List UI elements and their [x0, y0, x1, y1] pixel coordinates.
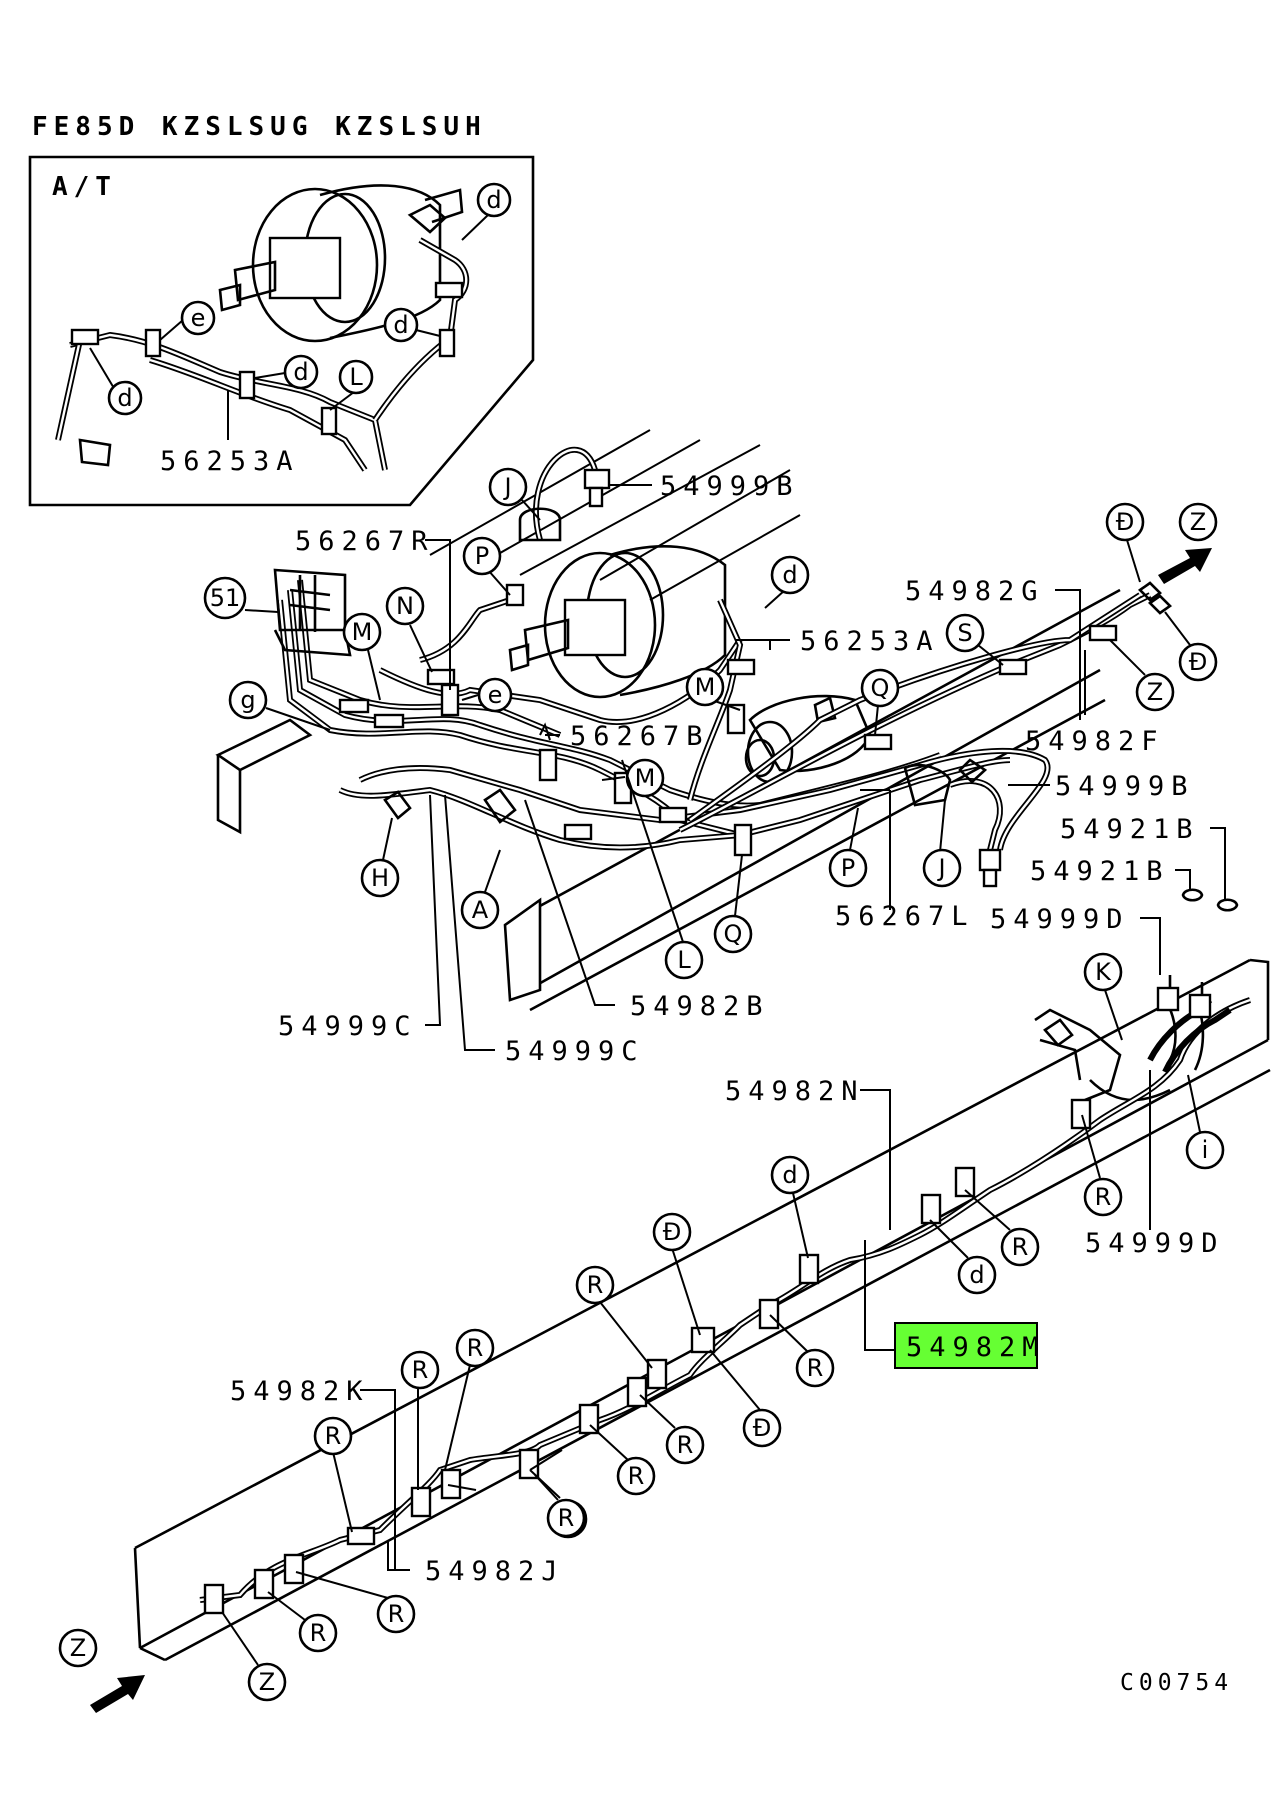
part-54999B-top: 54999B: [660, 471, 800, 502]
callout-Z-top: Z: [1190, 508, 1206, 536]
callout-M-mid: M: [695, 673, 716, 701]
callout-N: N: [396, 592, 414, 620]
callout-D-mid: Đ: [663, 1218, 682, 1246]
callout-R4: R: [587, 1271, 604, 1299]
flow-arrow-icon: [1158, 548, 1212, 584]
callout-J-bot: J: [936, 854, 945, 882]
inset-callout-d3: d: [393, 311, 408, 339]
callout-g: g: [240, 686, 255, 714]
callout-M-left: M: [352, 618, 373, 646]
callout-R8: R: [467, 1334, 484, 1362]
inset-brake-booster: [218, 184, 442, 343]
part-54982J: 54982J: [425, 1556, 565, 1587]
callout-K: K: [1095, 958, 1112, 986]
figure-id: C00754: [1120, 1670, 1233, 1696]
callout-R2: R: [1012, 1233, 1029, 1261]
callout-Q-top: Q: [871, 674, 890, 702]
callout-S: S: [957, 619, 972, 647]
callout-R12: R: [388, 1600, 405, 1628]
callout-A: A: [472, 896, 489, 924]
inset-callout-L: L: [349, 363, 363, 391]
part-56267R: 56267R: [295, 526, 435, 557]
callout-d3: d: [969, 1261, 984, 1289]
rear-assembly: K i R 54999D R d 54982N 54982M d Đ Đ R: [58, 952, 1271, 1713]
callout-Z-mid: Z: [1147, 678, 1163, 706]
callout-Z-bot2: Z: [259, 1668, 275, 1696]
callout-D-right: Đ: [1189, 648, 1208, 676]
callout-P-top: P: [475, 542, 489, 570]
callout-R3: R: [807, 1354, 824, 1382]
callout-R9: R: [412, 1356, 429, 1384]
model-codes-header: FE85D KZSLSUG KZSLSUH: [32, 112, 487, 142]
callout-L-main: L: [677, 946, 691, 974]
highlighted-part-box: [894, 1322, 1038, 1369]
inset-part-56253A: 56253A: [160, 446, 300, 477]
part-54982G: 54982G: [905, 576, 1045, 607]
inset-callout-d2: d: [293, 358, 308, 386]
callout-Z-bot: Z: [70, 1634, 86, 1662]
callout-51: 51: [210, 584, 241, 612]
part-54999B-right: 54999B: [1055, 771, 1195, 802]
part-56253A: 56253A: [800, 626, 940, 657]
callout-R13: R: [310, 1619, 327, 1647]
inset-callout-e: e: [191, 304, 206, 332]
callout-J-top: J: [502, 473, 511, 501]
part-56267L: 56267L: [835, 901, 975, 932]
callout-D-mid2: Đ: [753, 1414, 772, 1442]
callout-d-main: d: [782, 561, 797, 589]
part-54999C-b: 54999C: [505, 1036, 645, 1067]
callout-D-top: Đ: [1116, 508, 1135, 536]
flow-arrow-bottom-icon: [90, 1675, 145, 1713]
callout-P-bot: P: [841, 854, 855, 882]
callout-Q-bot: Q: [724, 920, 743, 948]
callout-H: H: [371, 864, 389, 892]
inset-frame: [28, 155, 535, 507]
part-54982N: 54982N: [725, 1076, 865, 1107]
callout-d2: d: [782, 1161, 797, 1189]
part-54982B: 54982B: [630, 991, 770, 1022]
main-brake-booster: [508, 545, 727, 699]
at-inset: A/T d e: [28, 155, 535, 507]
callout-e-main: e: [488, 681, 503, 709]
part-54999C-a: 54999C: [278, 1011, 418, 1042]
inset-variant-label: A/T: [52, 172, 117, 202]
callout-R11: R: [325, 1422, 342, 1450]
part-54999D-top: 54999D: [990, 904, 1130, 935]
callout-R10: R: [558, 1504, 575, 1532]
main-assembly: J 54999B 56267R P N M 51 g e d 56253A M …: [203, 429, 1239, 1067]
callout-R5: R: [677, 1431, 694, 1459]
part-56267B: 56267B: [570, 721, 710, 752]
part-54982F: 54982F: [1025, 726, 1165, 757]
part-54921B-a: 54921B: [1060, 814, 1200, 845]
callout-R1: R: [1095, 1183, 1112, 1211]
callout-R6: R: [628, 1462, 645, 1490]
inset-callout-d4: d: [486, 186, 501, 214]
part-54982K: 54982K: [230, 1376, 370, 1407]
callout-M-center: M: [635, 764, 656, 792]
part-54982M-highlighted: 54982M: [906, 1332, 1046, 1363]
part-54999D-bottom: 54999D: [1085, 1228, 1225, 1259]
callout-i: i: [1202, 1136, 1209, 1164]
part-54921B-b: 54921B: [1030, 856, 1170, 887]
inset-callout-d1: d: [117, 384, 132, 412]
